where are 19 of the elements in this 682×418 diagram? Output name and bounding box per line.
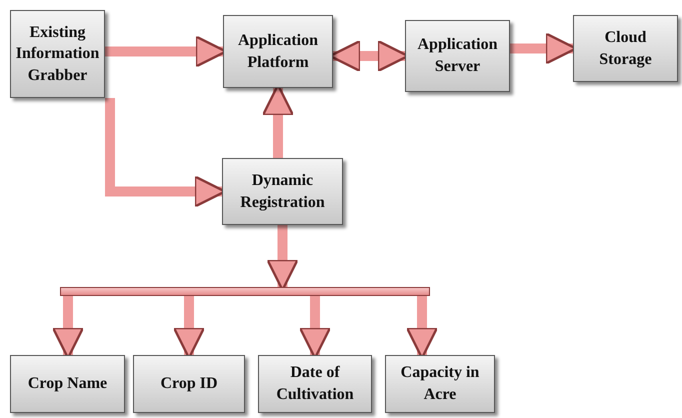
distribution-bar	[60, 287, 430, 296]
box-label: Capacity in Acre	[400, 363, 480, 405]
box-label: Crop ID	[159, 374, 219, 394]
box-label: Existing Information Grabber	[14, 22, 100, 86]
box-label: Cloud Storage	[598, 28, 653, 70]
box-label: Crop Name	[26, 374, 108, 394]
box-label: Dynamic Registration	[239, 170, 326, 212]
box-label: Application Server	[416, 35, 498, 77]
process-box	[223, 15, 333, 88]
process-box	[258, 355, 372, 413]
process-box	[385, 355, 495, 413]
box-label: Application Platform	[236, 30, 319, 72]
process-box	[10, 10, 105, 98]
process-box	[222, 158, 343, 225]
process-box	[573, 15, 678, 82]
process-box	[405, 20, 510, 92]
process-box	[10, 355, 125, 413]
box-label: Date of Cultivation	[275, 363, 355, 405]
process-box	[133, 355, 245, 413]
